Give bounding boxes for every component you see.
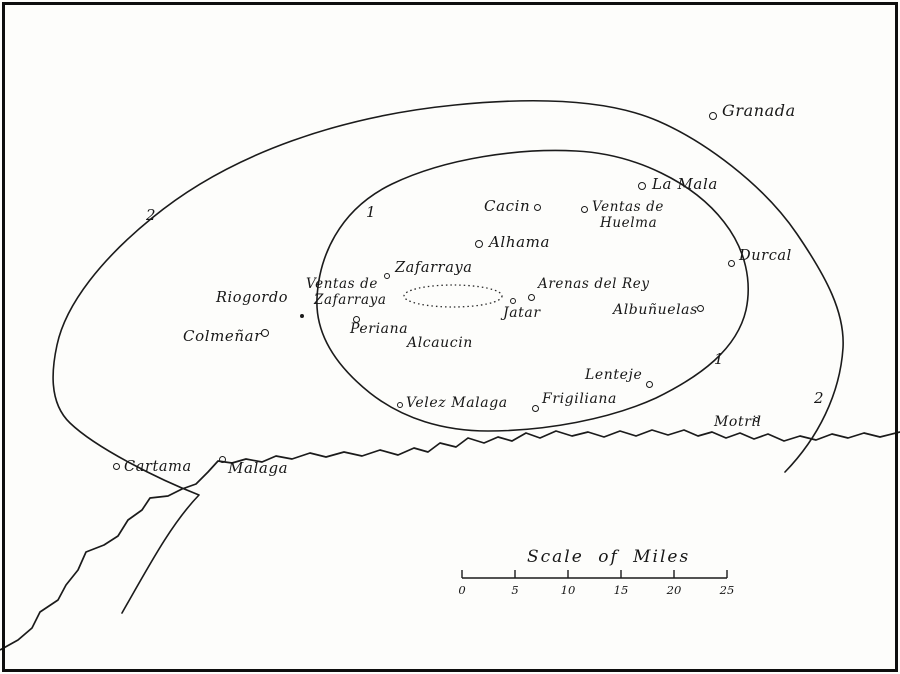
town-label-alhama: Alhama: [489, 233, 550, 251]
town-marker-colmenar: [261, 329, 269, 337]
scale-tick-label: 20: [666, 583, 682, 597]
town-label-ventas-de-zafarraya-line2: Zafarraya: [314, 291, 387, 308]
town-label-jatar: Jatar: [503, 305, 541, 321]
isoseismal-contour-2: [52, 99, 844, 614]
town-marker-durcal: [727, 259, 735, 267]
town-label-cacin: Cacin: [484, 197, 531, 215]
town-marker-lenteje: [645, 380, 653, 388]
town-marker-zafarraya: [384, 273, 390, 279]
epicentral-area-ellipse: [403, 284, 503, 308]
isoseismal-number-label: 1: [714, 350, 724, 368]
scale-tick-label: 15: [613, 583, 629, 597]
town-label-albunuelas: Albuñuelas: [613, 302, 698, 318]
town-marker-malaga: [218, 455, 226, 463]
scale-tick-label: 0: [458, 583, 466, 597]
town-label-la-mala: La Mala: [652, 175, 718, 193]
town-label-periana: Periana: [350, 321, 409, 337]
town-marker-cartama: [112, 462, 120, 470]
scale-tick-label: 5: [511, 583, 519, 597]
town-marker-periana: [352, 315, 360, 323]
town-marker-la-mala: [638, 182, 646, 190]
town-label-ventas-de-huelma: Ventas de: [592, 199, 664, 215]
town-label-granada: Granada: [722, 101, 796, 120]
scale-bar: [461, 570, 728, 579]
town-marker-riogordo: [300, 314, 304, 318]
scale-title: Scale of Miles: [527, 547, 691, 567]
scale-tick-label: 25: [719, 583, 735, 597]
town-label-alcaucin: Alcaucin: [407, 335, 473, 351]
town-label-malaga: Malaga: [228, 459, 289, 477]
town-marker-alhama: [475, 240, 483, 248]
town-label-lenteje: Lenteje: [585, 367, 643, 383]
isoseismal-contour-1: [316, 149, 749, 432]
town-marker-albunuelas: [696, 304, 704, 312]
town-label-cartama: Cartama: [124, 459, 192, 475]
town-marker-jatar: [510, 298, 516, 304]
town-label-durcal: Durcal: [739, 248, 792, 264]
town-label-riogordo: Riogordo: [216, 290, 289, 306]
scale-tick-label: 10: [560, 583, 576, 597]
town-label-ventas-de-zafarraya: Ventas de: [306, 276, 378, 292]
town-label-colmenar: Colmeñar: [183, 327, 262, 345]
town-marker-velez-malaga: [397, 402, 403, 408]
town-marker-ventas-de-huelma: [580, 205, 588, 213]
town-label-motril: Motril: [714, 414, 762, 430]
town-label-frigiliana: Frigiliana: [542, 391, 617, 407]
town-label-zafarraya: Zafarraya: [395, 260, 473, 276]
town-marker-cacin: [533, 203, 541, 211]
town-marker-arenas-del-rey: [527, 293, 535, 301]
town-label-ventas-de-huelma-line2: Huelma: [600, 214, 658, 231]
town-marker-motril: [753, 416, 759, 422]
town-marker-frigiliana: [531, 404, 539, 412]
isoseismal-number-label: 2: [814, 389, 824, 407]
town-label-velez-malaga: Velez Malaga: [406, 395, 508, 411]
isoseismal-number-label: 1: [366, 203, 376, 221]
town-marker-granada: [709, 112, 717, 120]
isoseismal-number-label: 2: [146, 206, 156, 224]
coastline: [0, 429, 900, 651]
town-label-arenas-del-rey: Arenas del Rey: [538, 276, 650, 292]
